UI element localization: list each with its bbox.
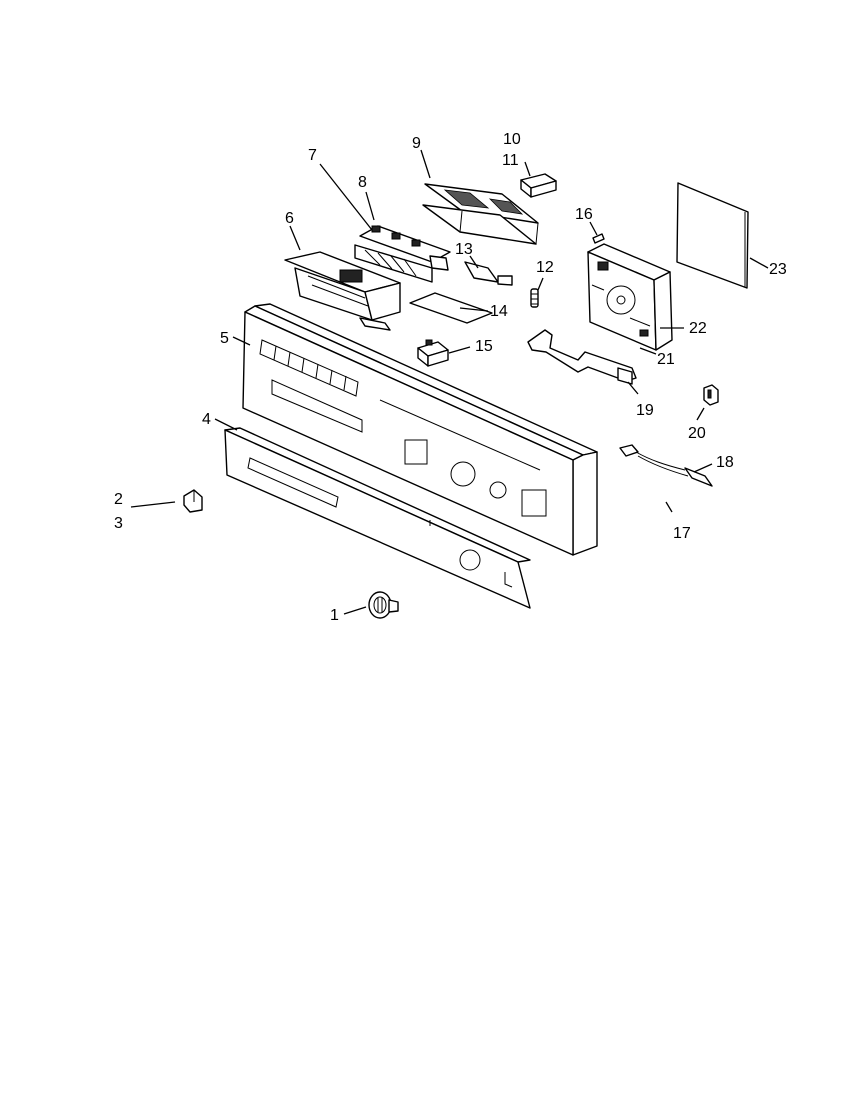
- callout-labels: 1 2 3 4 5 6 7 8 9 10 11 12 13 14 15 16 1…: [114, 131, 787, 624]
- part-7-8-switch-assembly: [354, 225, 451, 283]
- callout-19: 19: [636, 402, 654, 419]
- part-12-spring: [530, 288, 539, 308]
- part-2-3-knob-cap: [183, 489, 203, 513]
- part-20-connector: [703, 384, 719, 406]
- callout-8: 8: [358, 174, 367, 191]
- part-19-lever: [527, 329, 637, 385]
- part-9-strip: [422, 183, 539, 245]
- callout-23: 23: [769, 261, 787, 278]
- part-17-18-harness: [619, 444, 713, 487]
- callout-10: 10: [503, 131, 521, 148]
- callout-17: 17: [673, 525, 691, 542]
- leader-lines: [130, 149, 769, 615]
- part-10-11-cap: [520, 173, 557, 198]
- callout-5: 5: [220, 330, 229, 347]
- part-22-timer: [587, 243, 673, 351]
- callout-1: 1: [330, 607, 339, 624]
- callout-15: 15: [475, 338, 493, 355]
- part-4-front-panel: [224, 427, 531, 609]
- callout-3: 3: [114, 515, 123, 532]
- part-15-switch: [417, 339, 449, 367]
- part-13-clip: [464, 261, 513, 286]
- callout-20: 20: [688, 425, 706, 442]
- callout-13: 13: [455, 241, 473, 258]
- callout-7: 7: [308, 147, 317, 164]
- part-14-insulator: [409, 292, 493, 324]
- callout-14: 14: [490, 303, 508, 320]
- callout-18: 18: [716, 454, 734, 471]
- callout-22: 22: [689, 320, 707, 337]
- part-1-knob: [368, 591, 399, 619]
- part-5-control-panel: [242, 303, 598, 556]
- callout-4: 4: [202, 411, 211, 428]
- callout-16: 16: [575, 206, 593, 223]
- callout-9: 9: [412, 135, 421, 152]
- callout-6: 6: [285, 210, 294, 227]
- part-23-sheet: [676, 182, 749, 289]
- callout-2: 2: [114, 491, 123, 508]
- callout-21: 21: [657, 351, 675, 368]
- part-16-pin: [592, 233, 605, 244]
- callout-12: 12: [536, 259, 554, 276]
- callout-11: 11: [502, 152, 519, 169]
- part-6-bracket: [284, 251, 401, 331]
